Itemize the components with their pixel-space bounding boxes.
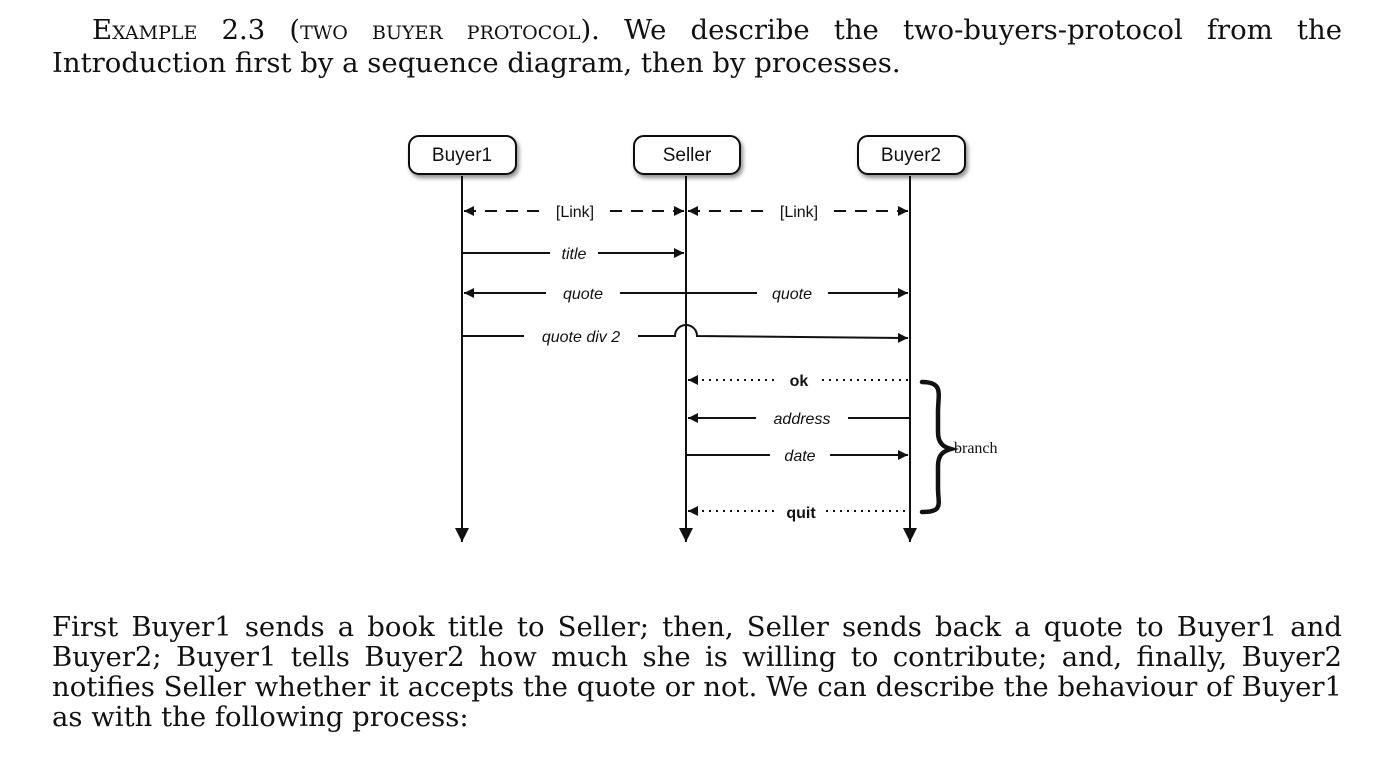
message-ok: ok xyxy=(688,373,910,390)
message-label: quote div 2 xyxy=(542,329,620,346)
intro-text: We describe the two-buyers-protocol from… xyxy=(52,14,1342,79)
message-quit: quit xyxy=(688,505,910,522)
body-paragraph: First Buyer1 sends a book title to Selle… xyxy=(52,611,1342,733)
message-title: title xyxy=(462,246,684,263)
participant-buyer2: Buyer2 xyxy=(857,135,966,175)
message-label: [Link] xyxy=(556,204,594,221)
participant-label: Buyer1 xyxy=(432,145,492,166)
message-label: [Link] xyxy=(780,204,818,221)
message-label: ok xyxy=(790,373,809,390)
message-date: date xyxy=(686,448,908,465)
sequence-diagram: Buyer1 Seller Buyer2 [Link] [Link] title… xyxy=(408,135,998,542)
message-quote-buyer2: quote xyxy=(686,286,908,303)
message-label: address xyxy=(774,411,831,428)
participant-label: Seller xyxy=(663,145,712,166)
intro-paragraph: Example 2.3 (two buyer protocol). We des… xyxy=(52,14,1342,80)
participant-seller: Seller xyxy=(633,135,741,175)
participant-buyer1: Buyer1 xyxy=(408,135,517,175)
branch-brace: branch xyxy=(919,379,998,515)
message-address: address xyxy=(688,411,910,428)
message-quote-div-2: quote div 2 xyxy=(462,324,909,346)
example-title: (two buyer protocol). xyxy=(289,14,600,46)
branch-label: branch xyxy=(954,440,998,457)
message-label: quit xyxy=(786,505,816,522)
message-label: date xyxy=(784,448,815,465)
message-label: quote xyxy=(772,286,812,303)
participant-label: Buyer2 xyxy=(881,145,941,166)
message-label: quote xyxy=(563,286,603,303)
message-link-1: [Link] xyxy=(464,204,684,221)
message-link-2: [Link] xyxy=(688,204,908,221)
example-label: Example 2.3 xyxy=(92,14,266,46)
message-label: title xyxy=(562,246,587,263)
message-quote-buyer1: quote xyxy=(464,286,686,303)
